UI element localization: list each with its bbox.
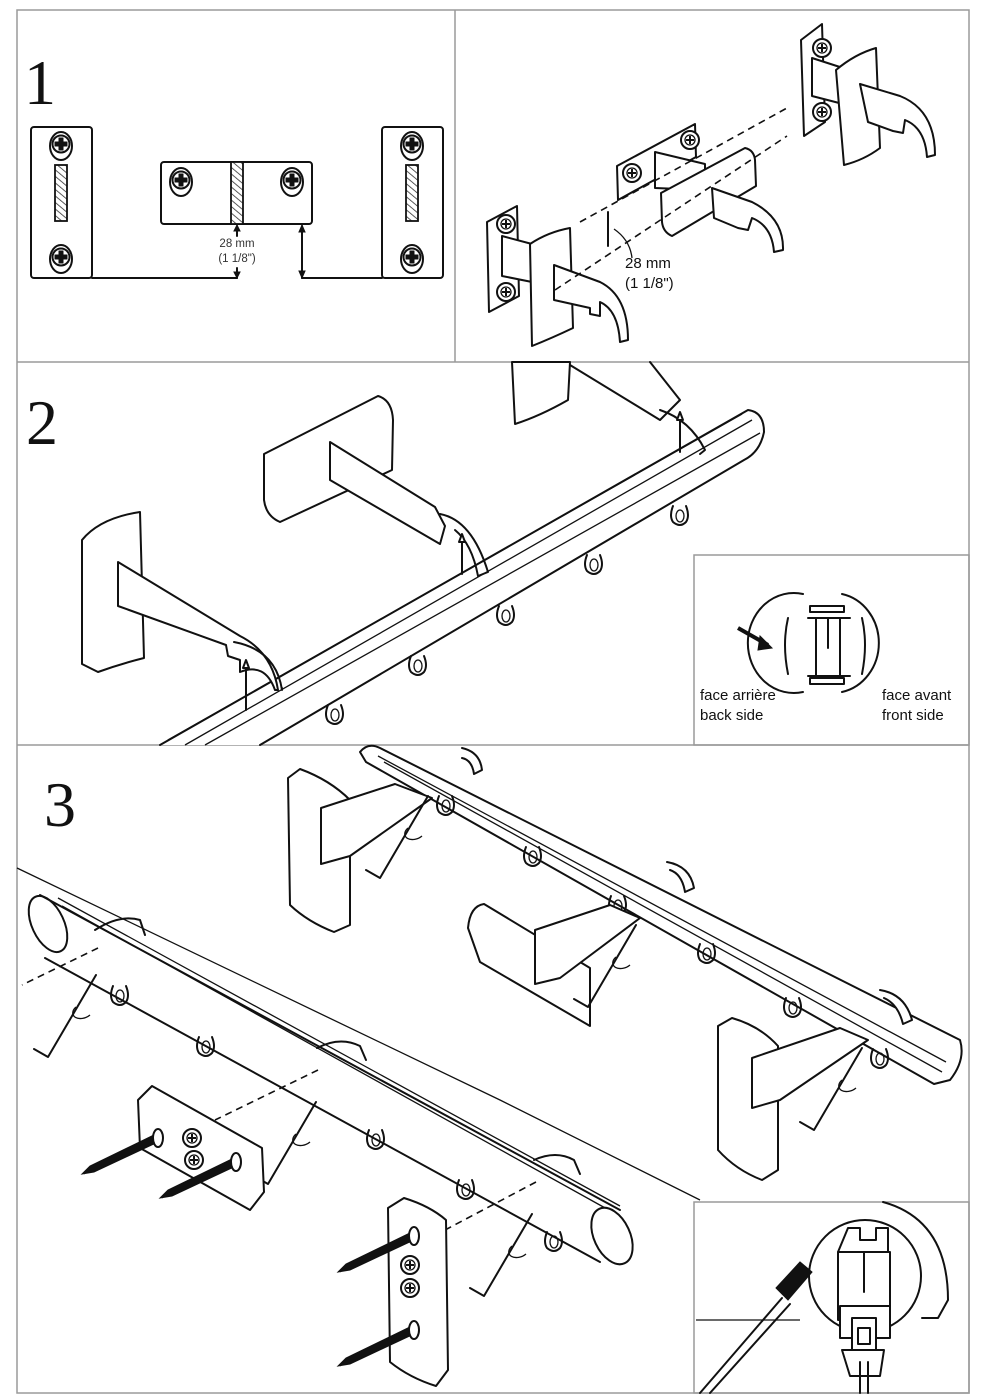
arrowhead-icon <box>233 223 241 280</box>
brackets-upper <box>287 768 869 1181</box>
arrowhead-icon <box>298 223 306 280</box>
bracket-center <box>263 395 489 577</box>
back-side-label-en: back side <box>700 707 763 724</box>
bracket-plate-horizontal <box>137 1085 265 1211</box>
curtain-rail <box>159 409 765 746</box>
dimension-metric-label: 28 mm <box>219 238 254 250</box>
inset-frame-profile <box>693 554 970 746</box>
allen-key-icon <box>33 974 97 1058</box>
screw-icon <box>182 1128 202 1148</box>
glider-icon <box>408 655 427 676</box>
profile-front-outline <box>841 593 880 693</box>
inset-glider-detail <box>696 1201 949 1394</box>
bracket-hooks <box>94 917 581 1175</box>
profile-back-outline <box>746 592 804 694</box>
alignment-dashed-lines <box>554 107 788 291</box>
glider-icon <box>670 505 689 526</box>
glider-icon <box>496 605 515 626</box>
bracket-right <box>511 361 706 455</box>
glider-icon <box>456 1179 475 1200</box>
front-side-label-en: front side <box>882 707 944 724</box>
screw-icon <box>680 130 700 150</box>
center-bracket-arm-section <box>230 161 244 225</box>
bracket-hook-outline <box>882 1201 949 1319</box>
rail-upper <box>359 744 963 1085</box>
dimension-metric-label: 28 mm <box>625 255 671 272</box>
dimension-imperial-label: (1 1/8") <box>625 275 674 292</box>
step-1-iso-view: 28 mm (1 1/8") <box>486 23 936 347</box>
front-side-label-fr: face avant <box>882 687 952 704</box>
screw-icon <box>400 1255 420 1275</box>
rail-end-cap <box>27 894 69 954</box>
inset-frame-detail <box>693 1201 970 1394</box>
screwdriver-shaft <box>699 1297 791 1394</box>
screw-icon <box>49 244 73 274</box>
screw-icon <box>280 167 304 197</box>
left-bracket-arm-section <box>54 164 68 222</box>
allen-key-icon <box>469 1213 533 1297</box>
iso-bracket-right <box>800 23 936 166</box>
screw-icon <box>400 131 424 161</box>
screw-icon <box>400 244 424 274</box>
inset-rail-profile: face arrière back side face avant front … <box>700 592 952 724</box>
back-side-label-fr: face arrière <box>700 687 776 704</box>
screw-icon <box>496 214 516 234</box>
glider-icon <box>584 554 603 575</box>
step-1-front-view: 1 28 mm (1 1/8") <box>24 47 444 280</box>
screw-icon <box>49 131 73 161</box>
panel-frames <box>16 9 970 1394</box>
glider-icon <box>544 1231 563 1252</box>
rail-end-cap <box>590 1206 634 1266</box>
step-number-3: 3 <box>44 769 76 840</box>
wall-edge-line <box>16 867 701 1201</box>
screw-icon <box>812 102 832 122</box>
bracket-left <box>81 511 283 711</box>
step-number-1: 1 <box>24 47 56 118</box>
screw-icon <box>622 163 642 183</box>
rail-lower <box>21 894 634 1297</box>
glider-icon <box>325 704 344 725</box>
screw-icon <box>496 282 516 302</box>
dimension-leader <box>613 228 633 259</box>
screw-icon <box>169 167 193 197</box>
dimension-imperial-label: (1 1/8") <box>218 253 255 265</box>
screwdriver-tip-icon <box>775 1261 813 1301</box>
hidden-arm-dashes <box>21 947 537 1231</box>
screw-icon <box>184 1150 204 1170</box>
brackets-lower <box>81 1085 449 1387</box>
iso-bracket-left <box>486 205 629 347</box>
step-number-2: 2 <box>26 387 58 458</box>
screw-icon <box>400 1278 420 1298</box>
iso-bracket-center <box>616 123 785 253</box>
step-3: 3 <box>16 744 963 1394</box>
step-2: 2 <box>26 361 952 746</box>
screw-icon <box>812 38 832 58</box>
outer-frame <box>16 9 970 1394</box>
right-bracket-arm-section <box>405 164 419 222</box>
